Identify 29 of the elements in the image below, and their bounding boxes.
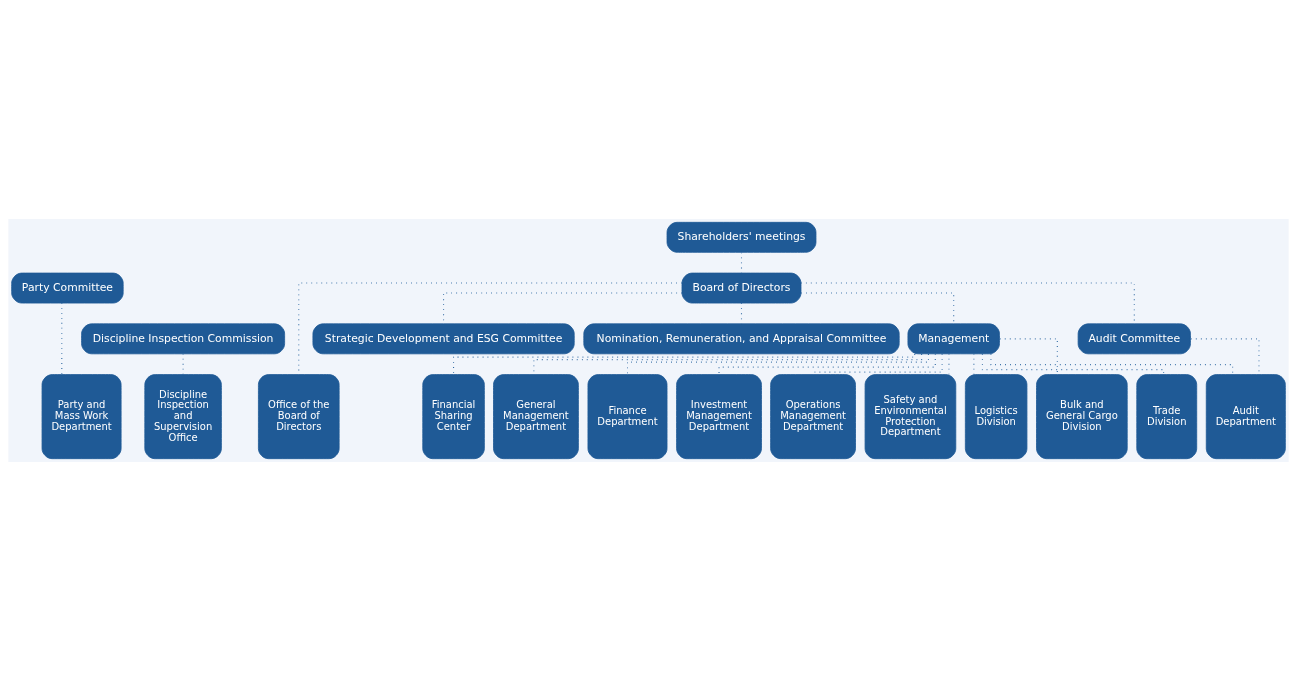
connector [182,353,184,376]
connector [453,353,916,375]
node-box: Audit Department [1205,374,1286,460]
node-box: Party Committee [11,272,124,304]
node-box: Trade Division [1136,374,1198,460]
node-box: General Management Department [493,374,579,460]
connector [948,353,950,376]
connector [800,282,1135,325]
node-box: Party and Mass Work Department [41,374,122,460]
node-box: Financial Sharing Center [422,374,485,460]
connector [800,292,955,325]
node-box: Audit Committee [1077,323,1191,355]
node-box: Investment Management Department [676,374,762,460]
node-box: Bulk and General Cargo Division [1036,374,1128,460]
node-box: Discipline Inspection and Supervision Office [144,374,222,460]
connector [973,353,975,376]
node-box: Nomination, Remuneration, and Appraisal Committee [583,323,900,355]
node-box: Strategic Development and ESG Committee [312,323,575,355]
connector [812,353,943,376]
node-box: Discipline Inspection Commission [81,323,286,355]
node-box: Finance Department [587,374,668,460]
node-box: Logistics Division [964,374,1028,460]
node-box: Management [907,323,1000,355]
node-box: Operations Management Department [770,374,856,460]
connector [718,353,936,375]
node-box: Safety and Environmental Protection Department [864,374,957,460]
node-box: Shareholders' meetings [666,221,817,253]
node-box: Office of the Board of Directors [258,374,340,460]
node-box: Board of Directors [681,272,802,304]
